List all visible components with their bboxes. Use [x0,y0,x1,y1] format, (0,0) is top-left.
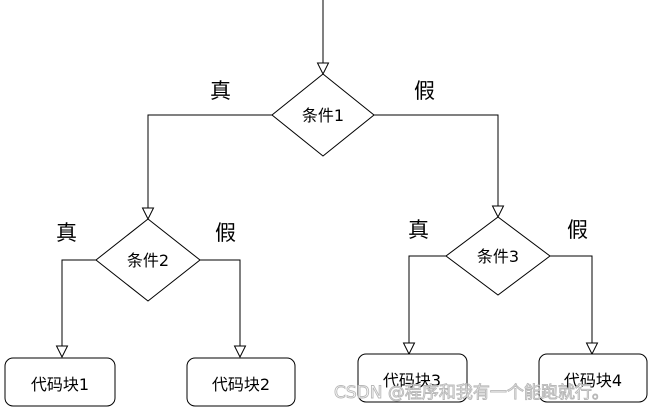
condition-1-diamond [271,73,375,157]
condition-3-diamond [445,216,551,296]
code-block-3-box [357,353,468,403]
condition-1-true-label: 真 [210,79,231,103]
condition-1-false-label: 假 [414,79,435,103]
condition-1-false-edge [374,114,499,210]
code-block-1-label: 代码块1 [31,375,89,394]
condition-1-true-edge [147,114,272,210]
condition-2-false-edge [200,259,241,350]
condition-2-label: 条件2 [127,251,169,270]
condition-2-diamond [95,218,201,302]
entry-arrowhead [316,62,330,76]
code-block-2-box [186,357,296,407]
condition-2-true-arrowhead [55,345,69,359]
condition-3-label: 条件3 [477,247,519,266]
code-block-4-box [538,353,648,403]
condition-1-true-arrowhead [141,207,155,221]
code-block-4-label: 代码块4 [564,371,622,390]
code-block-2-label: 代码块2 [212,375,270,394]
condition-3-true-edge [408,255,446,348]
condition-3-false-edge [550,255,593,348]
condition-2-true-label: 真 [56,221,77,245]
condition-3-false-arrowhead [585,342,599,356]
condition-3-false-label: 假 [567,218,588,242]
code-block-1-box [4,357,116,407]
condition-3-true-label: 真 [408,218,429,242]
condition-1-label: 条件1 [302,106,344,125]
condition-2-false-arrowhead [233,345,247,359]
code-block-3-label: 代码块3 [383,371,441,390]
watermark-text: CSDN @程序和我有一个能跑就行。 [334,383,609,403]
condition-3-true-arrowhead [402,342,416,356]
condition-1-false-arrowhead [491,205,505,219]
condition-2-true-edge [61,259,96,350]
condition-2-false-label: 假 [215,221,236,245]
